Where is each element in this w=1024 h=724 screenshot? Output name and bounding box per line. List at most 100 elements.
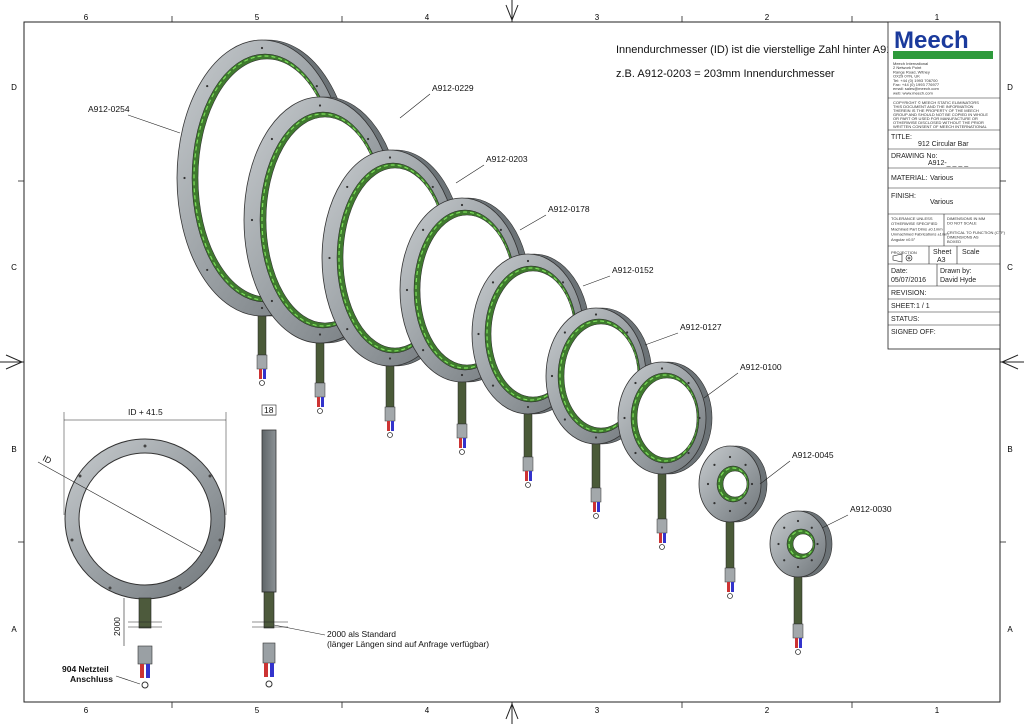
front-view-connector xyxy=(137,645,153,665)
company-line: Meech International xyxy=(893,61,928,66)
note-id-explanation: Innendurchmesser (ID) ist die vierstelli… xyxy=(616,44,902,56)
ring-cable xyxy=(523,407,533,458)
ring-connector xyxy=(792,623,804,639)
projection-label: PROJECTION xyxy=(891,250,917,255)
company-line: Tel: +44 (0) 1993 706700 xyxy=(893,78,938,83)
tolerance-line: Machined Part Dims ±0.1mm xyxy=(891,226,943,231)
side-view-bar xyxy=(261,429,277,593)
grid-number-bottom: 5 xyxy=(255,706,260,715)
date-label: Date: xyxy=(891,268,908,275)
dims-note-line: DIMENSIONS IN MM xyxy=(947,216,985,221)
company-line: Range Road, Witney xyxy=(893,69,930,74)
psu-callout-line1: 904 Netzteil xyxy=(62,664,109,674)
copyright-line: GROUP AND SHOULD NOT BE COPIED IN WHOLE xyxy=(893,112,988,117)
ring-label: A912-0045 xyxy=(792,450,834,460)
ring-a912-0030: A912-0030 xyxy=(769,504,892,655)
grid-number-bottom: 4 xyxy=(425,706,430,715)
finish-value: Various xyxy=(930,199,954,206)
psu-callout-line2: Anschluss xyxy=(70,674,113,684)
ring-connector xyxy=(724,567,736,583)
ring-label: A912-0254 xyxy=(88,104,130,114)
sheet-value: A3 xyxy=(937,257,946,264)
company-line: Fax: +44 (0) 1993 776977 xyxy=(893,82,940,87)
grid-number-bottom: 2 xyxy=(765,706,770,715)
copyright-line: THEREIN IS THE PROPERTY OF THE MEECH xyxy=(893,108,979,113)
ring-cable xyxy=(657,467,667,520)
scale-label: Scale xyxy=(962,249,980,256)
drawing-value: A912-_ _ _ _ xyxy=(928,160,968,167)
ring-label: A912-0229 xyxy=(432,83,474,93)
sheet-number-label: SHEET: xyxy=(891,303,916,310)
ring-cable xyxy=(591,437,601,489)
ring-series: A912-0254 A912-0229A912-0203A912-0178A912… xyxy=(88,39,892,655)
ring-label: A912-0178 xyxy=(548,204,590,214)
tolerance-line: Angular ±0.5° xyxy=(891,237,916,242)
meech-logo: Meech xyxy=(894,27,969,54)
dim-cable-front-label: 2000 xyxy=(112,617,122,636)
ring-connector xyxy=(656,518,668,534)
ring-cable xyxy=(457,375,467,425)
front-view-cable xyxy=(138,597,152,629)
copyright-notice: COPYRIGHT © MEECH STATIC ELIMINATORSTHIS… xyxy=(893,100,988,129)
ring-a912-0045: A912-0045 xyxy=(698,445,834,599)
grid-letter-right: B xyxy=(1007,445,1012,454)
title-value: 912 Circular Bar xyxy=(918,141,969,148)
ring-connector xyxy=(384,406,396,422)
revision-label: REVISION: xyxy=(891,290,926,297)
ring-label: A912-0152 xyxy=(612,265,654,275)
dims-note-line: CRITICAL TO FUNCTION (CTF) xyxy=(947,230,1006,235)
ring-a912-0100: A912-0100 xyxy=(617,361,782,550)
material-value: Various xyxy=(930,175,954,182)
copyright-line: OR PART OR USED FOR MANUFACTURE OR xyxy=(893,116,978,121)
ring-connector xyxy=(314,382,326,398)
tolerance-line: TOLERANCE UNLESS xyxy=(891,216,933,221)
company-line: 2 Network Point xyxy=(893,65,922,70)
copyright-line: COPYRIGHT © MEECH STATIC ELIMINATORS xyxy=(893,100,979,105)
grid-number-top: 4 xyxy=(425,13,430,22)
ring-cable xyxy=(257,309,267,356)
drawn-value: David Hyde xyxy=(940,277,976,284)
copyright-line: WRITTEN CONSENT OF MEECH INTERNATIONAL xyxy=(893,124,988,129)
dims-note-line: DO NOT SCALE xyxy=(947,221,977,226)
ring-connector xyxy=(522,456,534,472)
date-value: 05/07/2016 xyxy=(891,277,926,284)
copyright-line: THIS DOCUMENT AND THE INFORMATION xyxy=(893,104,974,109)
ring-label: A912-0030 xyxy=(850,504,892,514)
grid-number-top: 6 xyxy=(84,13,89,22)
finish-label: FINISH: xyxy=(891,193,916,200)
company-line: OX29 0YN, UK xyxy=(893,74,920,79)
grid-letter-left: C xyxy=(11,263,17,272)
front-view: ID + 41.5 ID 2000 904 Netzteil Anschluss xyxy=(37,407,227,689)
grid-number-bottom: 6 xyxy=(84,706,89,715)
signed-off-label: SIGNED OFF: xyxy=(891,329,936,336)
copyright-line: OTHERWISE DISCLOSED WITHOUT THE PRIOR xyxy=(893,120,984,125)
grid-number-top: 3 xyxy=(595,13,600,22)
ring-cable xyxy=(793,570,803,625)
title-label: TITLE: xyxy=(891,134,912,141)
standard-callout-line1: 2000 als Standard xyxy=(327,629,396,639)
grid-number-bottom: 1 xyxy=(935,706,940,715)
grid-number-bottom: 3 xyxy=(595,706,600,715)
ring-cable xyxy=(385,359,395,408)
dim-thickness-label: 18 xyxy=(264,405,274,415)
dims-note-line: BOXED xyxy=(947,239,961,244)
ring-connector xyxy=(256,354,268,370)
company-line: web: www.meech.com xyxy=(893,90,933,95)
sheet-number-value: 1 / 1 xyxy=(916,303,930,310)
ring-label: A912-0203 xyxy=(486,154,528,164)
material-label: MATERIAL: xyxy=(891,175,927,182)
grid-number-top: 1 xyxy=(935,13,940,22)
grid-letter-right: A xyxy=(1007,625,1013,634)
grid-number-top: 2 xyxy=(765,13,770,22)
drawing-label: DRAWING No: xyxy=(891,153,937,160)
grid-letter-left: B xyxy=(11,445,16,454)
standard-callout-line2: (länger Längen sind auf Anfrage verfügba… xyxy=(327,639,489,649)
tolerance-line: Unmachined Fabrications ±1mm xyxy=(891,232,949,237)
ring-label: A912-0100 xyxy=(740,362,782,372)
